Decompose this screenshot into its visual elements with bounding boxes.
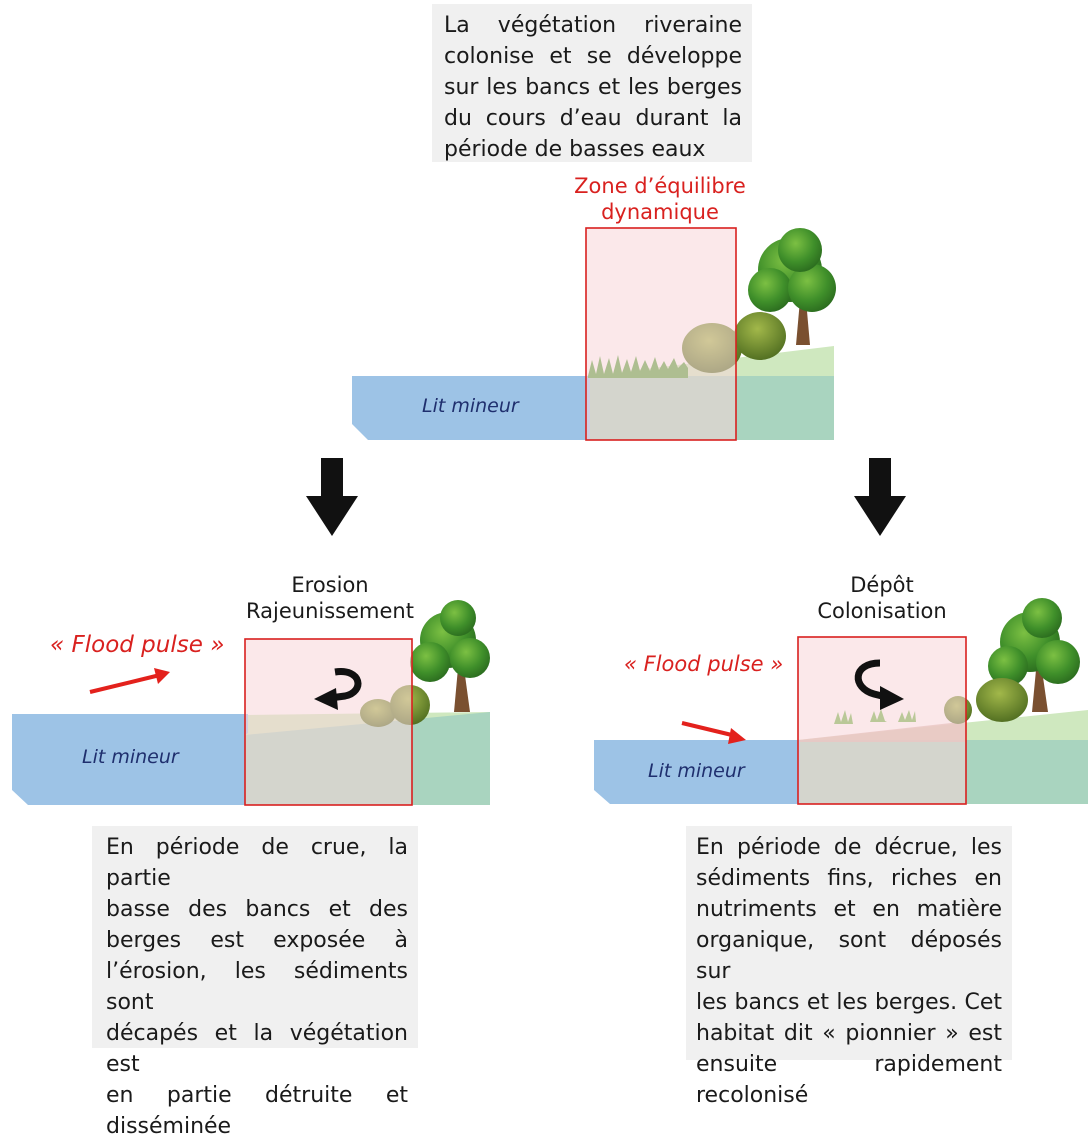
right-scene — [594, 598, 1088, 805]
left-flood-label: « Flood pulse » — [50, 632, 225, 658]
right-title: Dépôt Colonisation — [782, 572, 982, 624]
left-description-line: en partie détruite et — [106, 1083, 408, 1108]
arrow-down-left-icon — [306, 458, 358, 536]
left-water-channel — [12, 714, 248, 805]
right-flood-arrow-icon — [681, 721, 746, 744]
right-channel-label: Lit mineur — [648, 760, 745, 782]
top-scene — [352, 227, 836, 441]
top-description-line: colonise et se développe — [444, 44, 742, 69]
right-description-line: organique, sont déposés sur — [696, 928, 1002, 984]
top-water-channel — [352, 376, 590, 440]
left-rotation-arrow-icon — [314, 668, 362, 710]
left-description-line: décapés et la végétation est — [106, 1021, 408, 1077]
right-title-line: Colonisation — [817, 599, 947, 623]
arrow-down-right-icon — [854, 458, 906, 536]
left-description-line: basse des bancs et des — [106, 897, 408, 922]
zone-label-line: Zone d’équilibre — [574, 174, 746, 198]
top-description-line: du cours d’eau durant la — [444, 106, 742, 131]
right-description-line: les bancs et les berges. Cet — [696, 990, 1002, 1015]
top-tree-icon — [748, 228, 836, 345]
left-flood-arrow-icon — [89, 668, 170, 694]
right-water-channel — [594, 740, 800, 804]
top-channel-label: Lit mineur — [422, 395, 519, 417]
right-tree-icon — [988, 598, 1080, 712]
left-description-box: En période de crue, la partie basse des … — [92, 826, 418, 1139]
zone-label-line: dynamique — [601, 200, 719, 224]
top-equilibrium-zone — [585, 227, 737, 441]
left-erosion-zone — [244, 638, 413, 806]
top-description-line: La végétation riveraine — [444, 13, 742, 38]
left-description-line: l’érosion, les sédiments sont — [106, 959, 408, 1015]
right-rotation-arrow-icon — [854, 659, 904, 710]
left-title-line: Rajeunissement — [246, 599, 414, 623]
right-deposit-zone — [797, 636, 967, 805]
left-description-line: disséminée — [106, 1114, 232, 1139]
left-channel-label: Lit mineur — [82, 746, 179, 768]
right-title-line: Dépôt — [850, 573, 914, 597]
left-description-line: berges est exposée à — [106, 928, 408, 953]
left-title: Erosion Rajeunissement — [230, 572, 430, 624]
right-description-line: ensuite rapidement — [696, 1052, 1002, 1077]
right-description-line: nutriments et en matière — [696, 897, 1002, 922]
right-flood-label: « Flood pulse » — [624, 652, 784, 676]
zone-label: Zone d’équilibre dynamique — [560, 173, 760, 225]
left-scene — [12, 600, 490, 806]
top-description-box: La végétation riveraine colonise et se d… — [432, 4, 752, 162]
left-description-line: En période de crue, la partie — [106, 835, 408, 891]
right-description-line: recolonisé — [696, 1083, 809, 1108]
right-description-line: En période de décrue, les — [696, 835, 1002, 860]
top-description-line: période de basses eaux — [444, 137, 706, 162]
top-description-line: sur les bancs et les berges — [444, 75, 742, 100]
diagram-canvas — [12, 227, 1088, 806]
right-description-line: habitat dit « pionnier » est — [696, 1021, 1002, 1046]
right-description-line: sédiments fins, riches en — [696, 866, 1002, 891]
left-title-line: Erosion — [291, 573, 369, 597]
left-tree-icon — [410, 600, 490, 712]
right-description-box: En période de décrue, les sédiments fins… — [686, 826, 1012, 1108]
